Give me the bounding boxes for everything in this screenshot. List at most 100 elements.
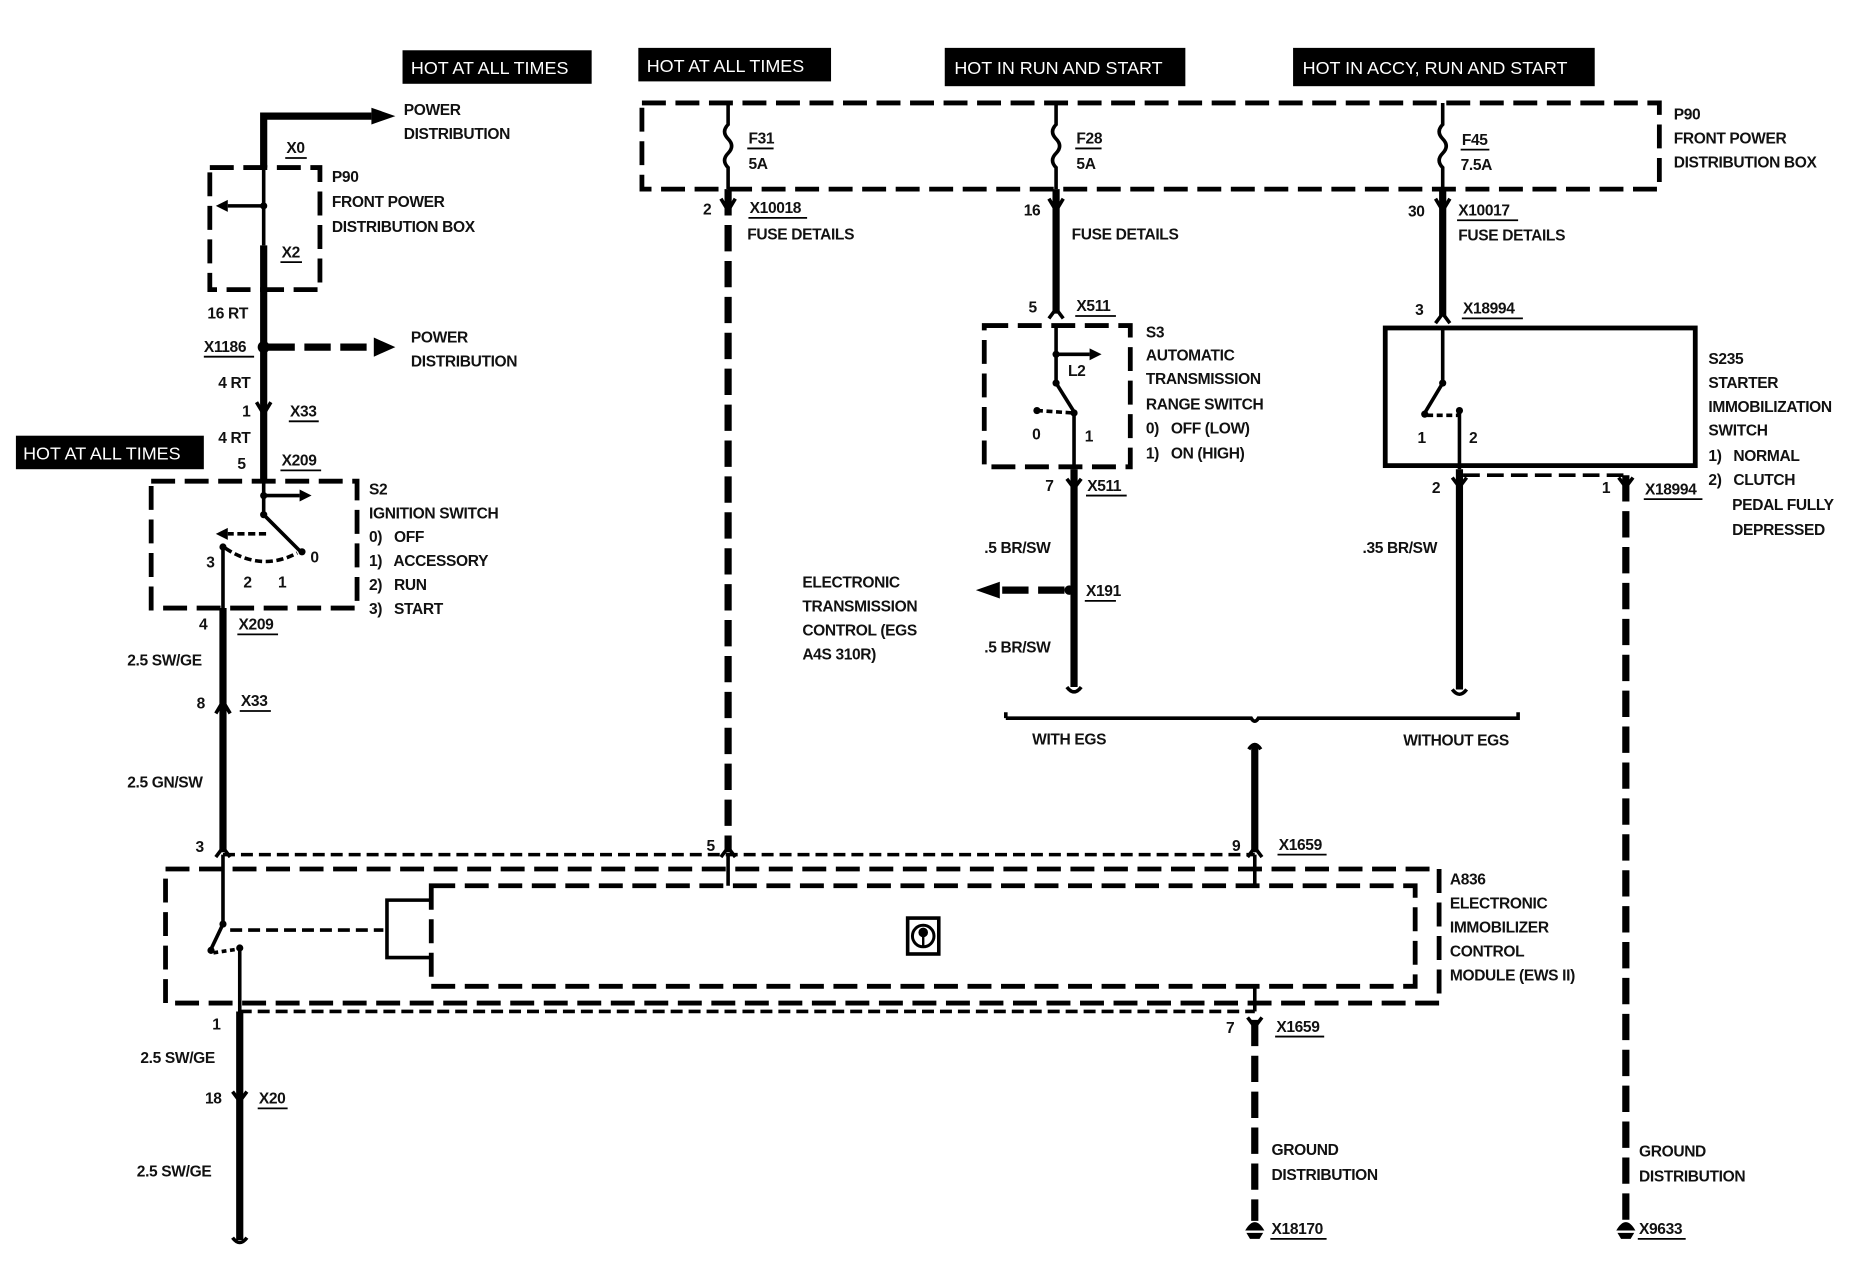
banner-text: HOT IN RUN AND START [954,58,1162,78]
s235-label: IMMOBILIZATION [1708,399,1831,416]
banner-hot-at-all-times-fuse: HOT AT ALL TIMES [638,47,832,82]
fuse-details-link: FUSE DETAILS [747,226,854,243]
pin-label: 4 [199,617,208,634]
power-distribution-label: POWER [411,329,468,346]
pin-label: 1 [212,1016,221,1033]
pin-label: 3 [195,839,204,856]
s3-label: RANGE SWITCH [1146,396,1264,413]
connector-x18994: X18994 [1463,301,1515,318]
wire-continues-icon [231,1236,249,1245]
switch-position: 1 [1085,429,1094,446]
wire-35brsw: .35 BR/SW [1363,540,1438,557]
s2-label: 0) OFF [369,529,424,546]
pin-label: 7 [1226,1020,1234,1037]
wire-16rt: 16 RT [207,305,248,322]
s2-label: S2 [369,481,388,498]
connector-x511: X511 [1076,298,1111,315]
egs-label: CONTROL (EGS [802,623,917,640]
wire-25swge: 2.5 SW/GE [127,653,202,670]
connector-x20: X20 [259,1091,286,1108]
p90-label: P90 [1674,107,1701,124]
fuse-rating: 5A [748,156,767,173]
ground-label: DISTRIBUTION [1272,1167,1378,1184]
left-power-feed: POWER DISTRIBUTION X0 X2 P90 FRONT POWER… [203,102,518,482]
pin-label: 5 [707,838,716,855]
wire-25gnsw: 2.5 GN/SW [127,775,203,792]
egs-label: A4S 310R) [802,647,876,664]
power-distribution-label: DISTRIBUTION [404,126,510,143]
connector-x1186: X1186 [204,339,247,356]
splice-x191 [1064,585,1075,595]
connector-x1659: X1659 [1279,837,1323,854]
ground-label: GROUND [1639,1143,1706,1160]
arrow-left-icon [215,199,228,212]
connector-x33: X33 [241,693,268,710]
fuse-f28: F28 5A 16 FUSE DETAILS [1024,102,1179,314]
s235-label: PEDAL FULLY [1708,497,1834,514]
wire-4rt: 4 RT [218,430,251,447]
s3-label: S3 [1146,325,1165,342]
switch-position: 2 [1469,430,1478,447]
connector-x209: X209 [239,617,275,634]
banner-hot-at-all-times-ignition: HOT AT ALL TIMES [15,435,204,470]
s235-label: DEPRESSED [1708,522,1825,539]
pin-label: 18 [205,1091,222,1108]
p90-label: DISTRIBUTION BOX [1674,155,1818,172]
banner-hot-in-accy-run-and-start: HOT IN ACCY, RUN AND START [1293,47,1595,87]
pin-label: 1 [1602,480,1611,497]
a836-label: MODULE (EWS II) [1450,967,1575,984]
s3-label: TRANSMISSION [1146,371,1261,388]
egs-option-bracket: WITH EGS WITHOUT EGS [1004,712,1520,853]
banner-hot-at-all-times-left: HOT AT ALL TIMES [402,50,592,84]
pin-label: 8 [197,696,206,713]
a836-label: IMMOBILIZER [1450,919,1549,936]
p90-fuse-box: P90 FRONT POWER DISTRIBUTION BOX F31 5A … [639,100,1818,853]
arrow-left-icon [975,581,1000,599]
ground-icon [1616,1222,1636,1239]
pin-label: 16 [1024,202,1041,219]
p90-label: DISTRIBUTION BOX [332,219,476,236]
ews-key-icon [905,916,941,956]
s2-label: 1) ACCESSORY [369,553,489,570]
fuse-details-link: FUSE DETAILS [1458,228,1565,245]
fuse-details-link: FUSE DETAILS [1072,226,1179,243]
switch-position: 0 [1032,426,1041,443]
s2-label: 2) RUN [369,577,427,594]
fuse-f31: F31 5A 2 X10018 FUSE DETAILS [703,102,854,853]
pin-label: 1 [242,404,251,421]
connector-x9633: X9633 [1639,1221,1683,1238]
switch-position: 0 [310,550,319,567]
ground-label: GROUND [1272,1142,1339,1159]
pin-label: 2 [1432,480,1441,497]
s235-label: 1) NORMAL [1708,448,1800,465]
connector-x1659: X1659 [1276,1019,1320,1036]
connector-x2: X2 [282,244,301,261]
s235-label: 2) CLUTCH [1708,472,1795,489]
a836-label: A836 [1450,872,1486,889]
wire-25swge: 2.5 SW/GE [137,1164,212,1181]
a836-label: ELECTRONIC [1450,896,1548,913]
s2-label: IGNITION SWITCH [369,505,498,522]
switch-position: 1 [278,575,287,592]
banner-text: HOT AT ALL TIMES [23,444,181,464]
s2-ignition-switch: 3 2 1 0 S2 IGNITION SWITCH 0) OFF 1) ACC… [148,478,499,618]
power-distribution-label: DISTRIBUTION [411,353,517,370]
connector-x33: X33 [290,404,317,421]
fuse-name: F45 [1462,132,1488,149]
wire-25swge: 2.5 SW/GE [140,1050,215,1067]
ground-x18170: GROUND DISTRIBUTION X18170 [1245,1019,1378,1240]
fuse-name: F28 [1076,131,1102,148]
wire-5brsw: .5 BR/SW [984,639,1051,656]
banner-text: HOT AT ALL TIMES [411,58,569,78]
ground-label: DISTRIBUTION [1639,1168,1745,1185]
banner-text: HOT IN ACCY, RUN AND START [1303,58,1568,78]
connector-x191: X191 [1086,583,1122,600]
fuse-rating: 7.5A [1461,157,1493,174]
pin-label: 7 [1045,478,1053,495]
fuse-name: F31 [748,131,774,148]
egs-label: ELECTRONIC [802,575,900,592]
s235-label: S235 [1708,351,1744,368]
a836-label: CONTROL [1450,943,1525,960]
connector-x18170: X18170 [1272,1221,1324,1238]
connector-x10017: X10017 [1458,202,1509,219]
